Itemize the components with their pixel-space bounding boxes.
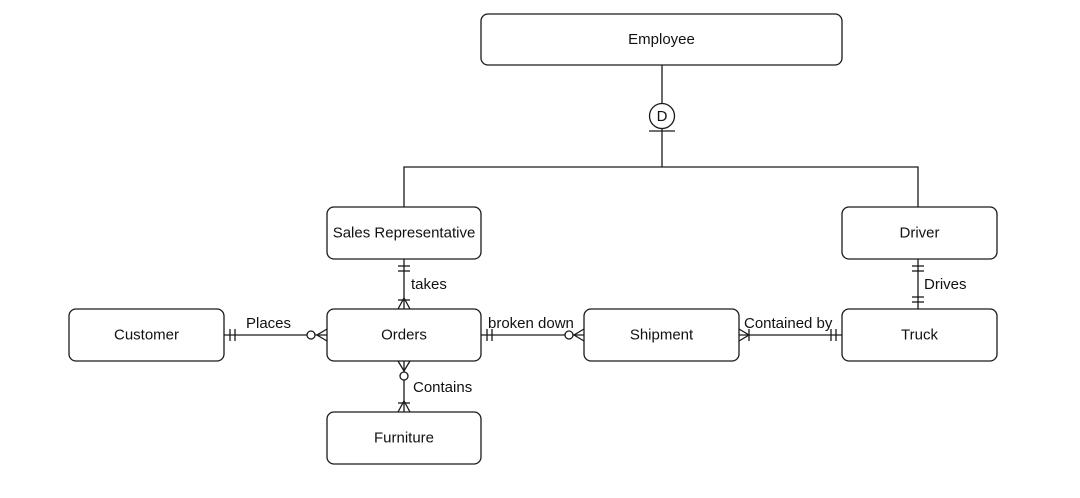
svg-text:Orders: Orders	[381, 326, 427, 343]
entity-employee[interactable]: Employee	[480, 13, 843, 66]
svg-text:Sales Representative: Sales Representative	[333, 224, 476, 241]
relationship-contains: Contains	[397, 360, 472, 413]
label-places: Places	[246, 315, 291, 332]
subtype-connector: D	[403, 65, 919, 207]
relationship-drives: Drives	[912, 259, 967, 309]
relationship-places: Places	[224, 315, 328, 342]
entity-furniture[interactable]: Furniture	[326, 411, 482, 465]
entity-driver[interactable]: Driver	[841, 206, 998, 260]
entity-sales-representative[interactable]: Sales Representative	[326, 206, 482, 260]
svg-text:Driver: Driver	[900, 224, 940, 241]
entity-shipment[interactable]: Shipment	[583, 308, 740, 362]
relationship-takes: takes	[397, 259, 447, 310]
label-drives: Drives	[924, 276, 967, 293]
svg-text:Truck: Truck	[901, 326, 938, 343]
svg-text:Customer: Customer	[114, 326, 179, 343]
relationship-contained-by: Contained by	[738, 315, 842, 342]
svg-text:Shipment: Shipment	[630, 326, 694, 343]
disjoint-symbol: D	[657, 108, 668, 125]
entity-orders[interactable]: Orders	[326, 308, 482, 362]
relationship-broken-down: broken down	[481, 315, 585, 342]
label-contained-by: Contained by	[744, 315, 833, 332]
svg-text:Employee: Employee	[628, 31, 695, 48]
entity-truck[interactable]: Truck	[841, 308, 998, 362]
svg-text:Furniture: Furniture	[374, 429, 434, 446]
entity-customer[interactable]: Customer	[68, 308, 225, 362]
label-broken-down: broken down	[488, 315, 574, 332]
label-takes: takes	[411, 276, 447, 293]
label-contains: Contains	[413, 379, 472, 396]
